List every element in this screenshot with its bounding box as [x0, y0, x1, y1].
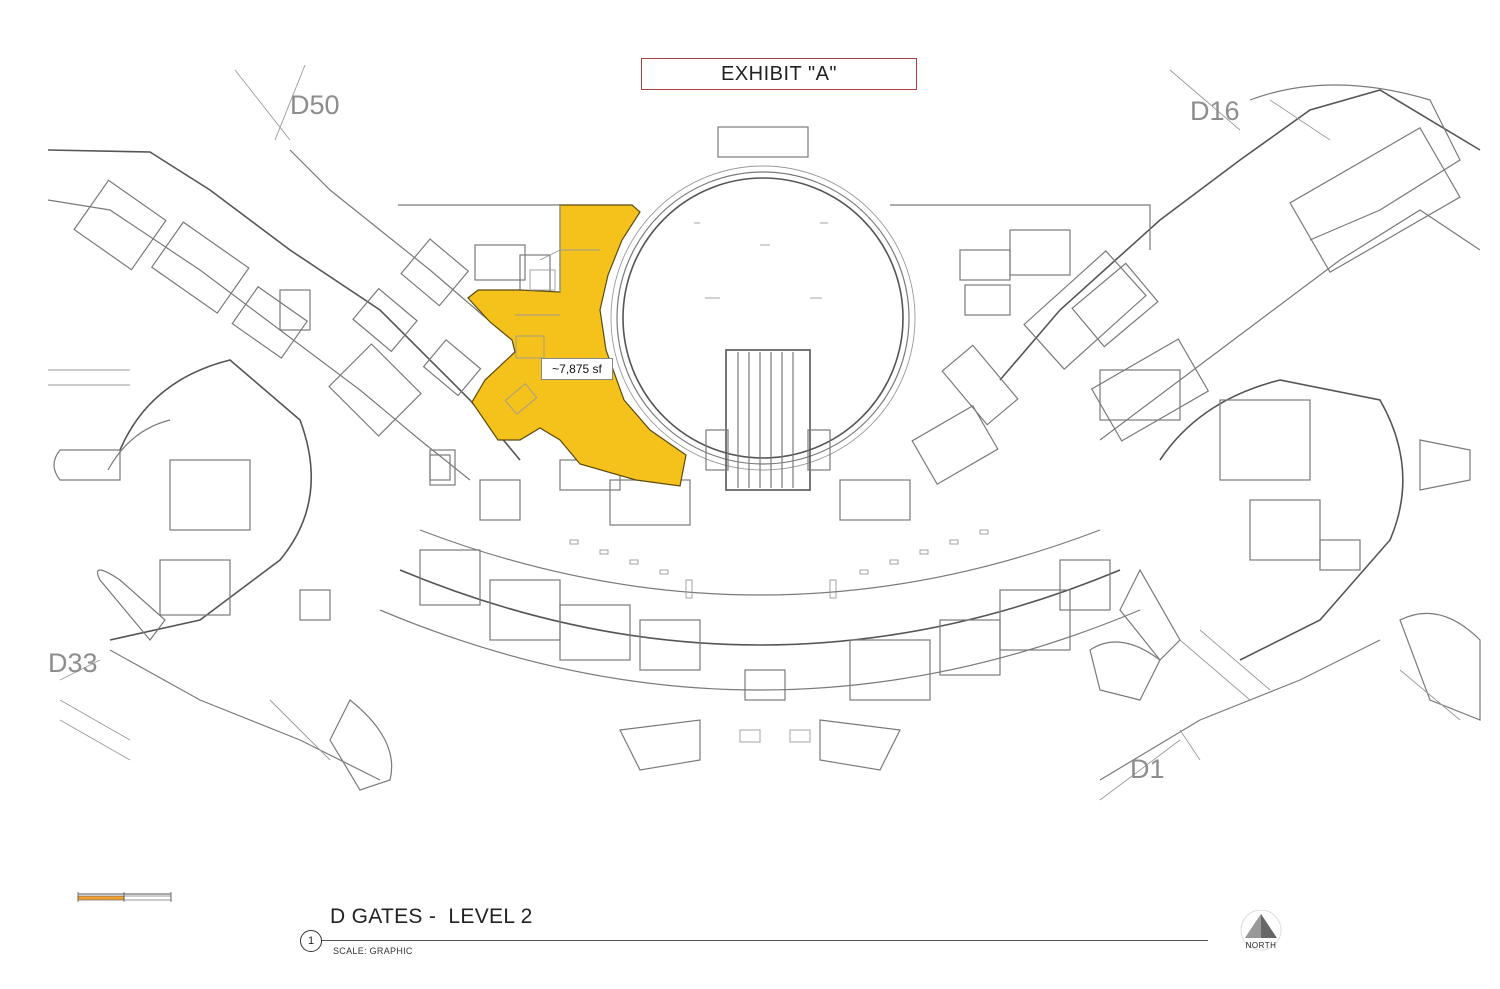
title-underline	[322, 940, 1208, 941]
upper-right-block	[839, 204, 1159, 521]
north-label: NORTH	[1245, 941, 1277, 950]
concourse-se-arm	[1089, 379, 1481, 781]
gate-label-d33: D33	[48, 648, 98, 678]
lease-area-label: ~7,875 sf	[541, 358, 613, 380]
scale-note: SCALE: GRAPHIC	[333, 946, 413, 956]
plan-details	[48, 289, 1361, 801]
plan-title: D GATES - LEVEL 2	[330, 905, 533, 928]
gate-label-d16: D16	[1190, 96, 1240, 126]
north-arrow-icon	[1240, 910, 1282, 951]
detail-number: 1	[300, 930, 322, 952]
gate-label-d50: D50	[290, 90, 340, 120]
concourse-nw-arm	[47, 64, 521, 486]
concourse-ne-arm	[999, 69, 1481, 442]
concourse-sw-arm	[53, 359, 393, 791]
escalators	[705, 349, 831, 491]
lease-area-detail	[504, 205, 600, 415]
exhibit-title: EXHIBIT "A"	[641, 58, 917, 90]
graphic-scale-bar	[77, 892, 172, 902]
rotunda	[610, 126, 916, 471]
seating	[569, 529, 989, 599]
lower-concourse	[379, 529, 1141, 771]
lease-area-highlight	[467, 204, 687, 487]
gate-label-d1: D1	[1130, 754, 1165, 784]
